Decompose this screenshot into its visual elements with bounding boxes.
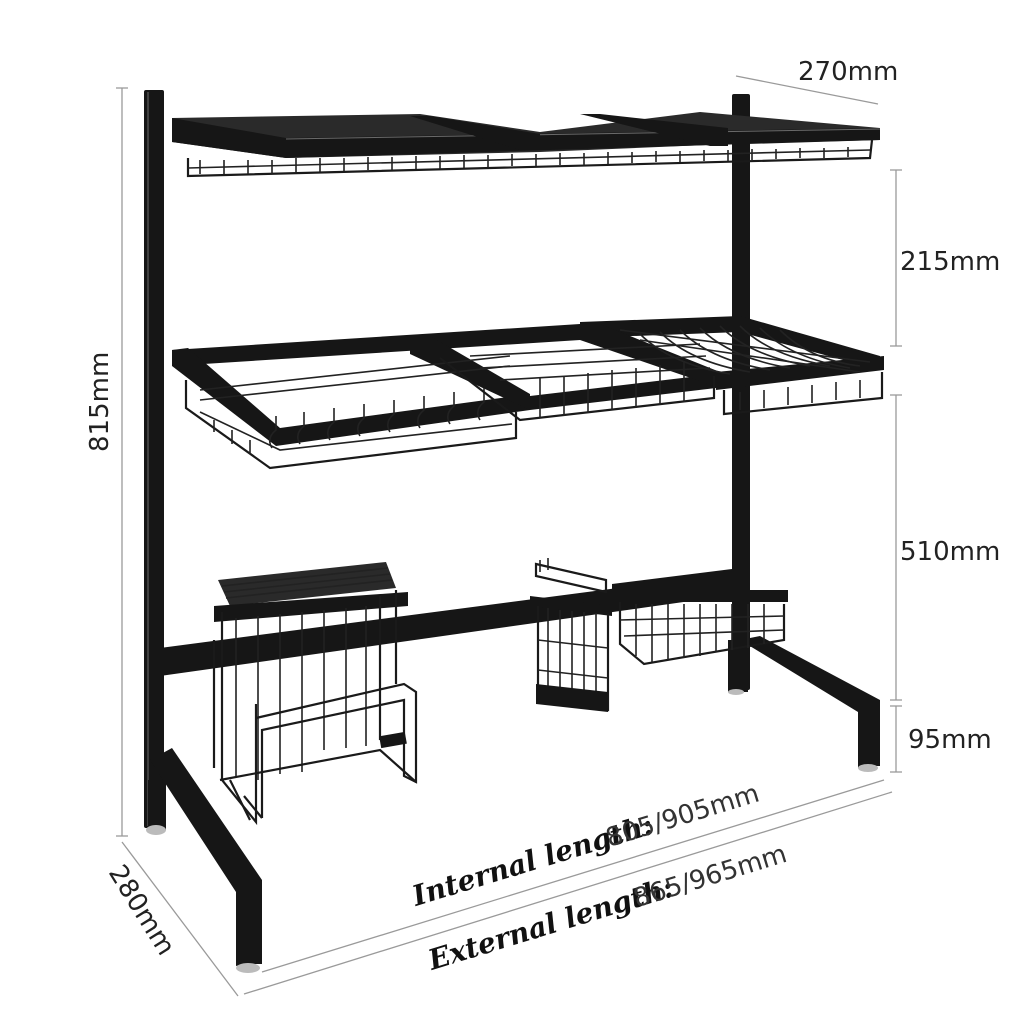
length-labels: Internal length: 805/905mm External leng… <box>407 779 790 977</box>
top-shelf-wires <box>199 147 849 174</box>
rack-frame <box>144 90 880 973</box>
cutting-board-holder <box>212 562 418 826</box>
label-total-height: 815mm <box>85 352 115 452</box>
middle-shelf <box>172 316 884 470</box>
label-leg-height: 95mm <box>908 725 992 755</box>
label-depth-top: 270mm <box>798 57 898 87</box>
middle-center-basket <box>439 343 716 422</box>
label-gap-middle: 510mm <box>900 537 1000 567</box>
utensil-holder <box>530 558 612 712</box>
sponge-basket <box>612 568 788 666</box>
dimension-lines <box>116 75 902 997</box>
label-depth: 280mm <box>102 860 181 961</box>
middle-right-basket <box>619 325 884 416</box>
middle-left-basket <box>184 355 518 470</box>
top-shelf <box>172 112 881 178</box>
label-gap-top: 215mm <box>900 247 1000 277</box>
